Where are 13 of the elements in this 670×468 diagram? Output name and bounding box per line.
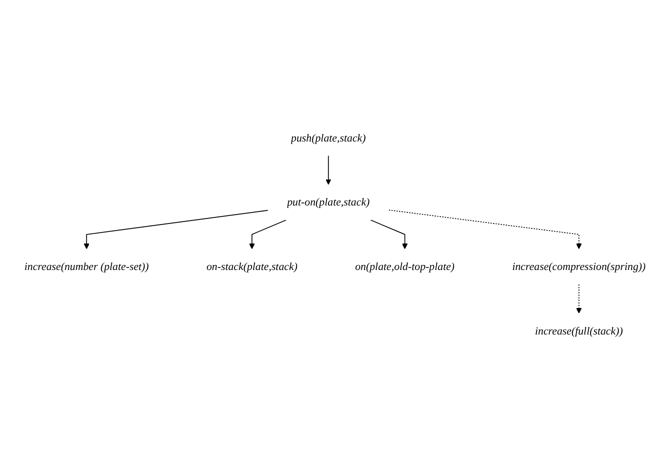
node-text: increase(compression(spring)) — [512, 260, 646, 272]
arrow — [576, 284, 582, 314]
node-text: put-on(plate,stack) — [287, 196, 370, 208]
arrow — [326, 154, 332, 184]
node-text: push(plate,stack) — [291, 131, 366, 144]
node-text: on-stack(plate,stack) — [206, 260, 298, 272]
node-text: increase(full(stack)) — [534, 324, 623, 336]
node-text: on(plate,old-top-plate) — [355, 260, 455, 272]
arrow — [388, 209, 582, 249]
arrow — [249, 219, 287, 249]
node-text: increase(number (plate-set)) — [24, 260, 149, 272]
arrow — [370, 219, 408, 249]
arrow — [84, 209, 268, 249]
